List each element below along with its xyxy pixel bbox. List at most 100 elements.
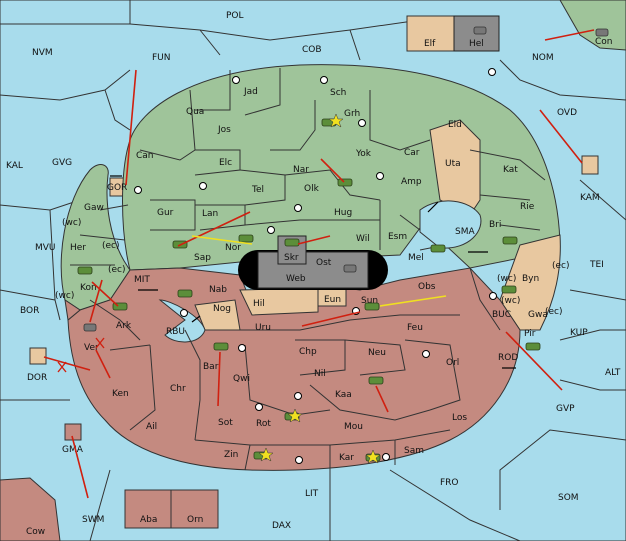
label-nab: Nab	[209, 285, 227, 295]
label-ost: Ost	[316, 258, 332, 268]
label-buc: BUC	[492, 310, 511, 320]
label-sun: Sun	[361, 296, 378, 306]
label-ver: Ver	[84, 343, 99, 353]
move-arrow	[43, 356, 91, 371]
star-icon	[328, 113, 344, 128]
label-mvu: MVU	[35, 243, 56, 253]
province-elf[interactable]	[406, 15, 455, 52]
supply-centers	[134, 68, 497, 464]
supply-center-orl	[422, 350, 430, 358]
gray-units[interactable]	[83, 26, 609, 332]
label-hug: Hug	[334, 208, 352, 218]
supply-center-jad	[232, 76, 240, 84]
province-dor[interactable]	[29, 347, 47, 365]
supply-center-nor	[267, 226, 275, 234]
supply-center-kaa	[294, 392, 302, 400]
label-elc: Elc	[219, 158, 232, 168]
tank-icon	[430, 244, 446, 253]
label-grh: Grh	[344, 109, 360, 119]
label-ovd: OVD	[557, 108, 577, 118]
coast-gwa-wc: (wc)	[501, 296, 520, 306]
supply-center-yok	[376, 172, 384, 180]
cross-icon	[95, 337, 105, 349]
tank-icon	[213, 342, 229, 351]
supply-center-hel	[488, 68, 496, 76]
stars	[258, 113, 381, 464]
supply-center-kar	[382, 453, 390, 461]
label-dax: DAX	[272, 521, 291, 531]
label-kup: KUP	[570, 328, 588, 338]
province-con[interactable]	[559, 0, 626, 51]
label-can: Can	[136, 151, 154, 161]
move-arrow	[95, 349, 111, 379]
tank-icon	[473, 26, 487, 35]
move-arrow	[375, 385, 389, 413]
label-web: Web	[286, 274, 306, 284]
label-sch: Sch	[330, 88, 346, 98]
label-orl: Orl	[446, 358, 459, 368]
move-arrow	[320, 158, 345, 183]
sea-sma[interactable]	[419, 200, 482, 249]
label-neu: Neu	[368, 348, 386, 358]
label-tel: Tel	[251, 185, 264, 195]
hold-marks	[57, 337, 105, 373]
label-feu: Feu	[407, 323, 423, 333]
label-gor: GOR	[107, 183, 127, 193]
province-aba[interactable]	[124, 489, 172, 529]
label-sam: Sam	[404, 446, 424, 456]
units[interactable]	[77, 118, 541, 462]
label-hel: Hel	[469, 39, 484, 49]
tank-icon	[77, 266, 93, 275]
supply-center-zin	[295, 456, 303, 464]
label-gma: GMA	[62, 445, 84, 455]
label-nil: Nil	[314, 369, 326, 379]
label-pir: Pir	[524, 329, 536, 339]
province-borders	[70, 68, 546, 471]
sea-rbu[interactable]	[158, 299, 206, 343]
label-eld: Eld	[448, 120, 462, 130]
tank-icon	[502, 236, 518, 245]
support-arrow	[379, 295, 447, 307]
label-rot: Rot	[256, 419, 271, 429]
supply-center-sch	[320, 76, 328, 84]
province-cow[interactable]	[0, 477, 61, 541]
coast-byn-ec: (ec)	[552, 261, 570, 271]
move-arrow	[217, 351, 221, 407]
province-kam[interactable]	[581, 155, 599, 175]
label-alt: ALT	[605, 368, 621, 378]
move-arrow	[301, 311, 361, 327]
label-kar: Kar	[339, 453, 354, 463]
label-nar: Nar	[293, 165, 309, 175]
label-sap: Sap	[194, 253, 211, 263]
label-chr: Chr	[170, 384, 186, 394]
move-arrow	[544, 29, 595, 41]
label-los: Los	[452, 413, 467, 423]
label-chp: Chp	[299, 347, 317, 357]
tank-icon	[525, 342, 541, 351]
supply-center-qwi	[238, 344, 246, 352]
label-mel: Mel	[408, 253, 424, 263]
label-lit: LIT	[305, 489, 319, 499]
label-dor: DOR	[27, 373, 47, 383]
tank-icon	[343, 264, 357, 273]
move-arrow	[89, 279, 103, 323]
label-nom: NOM	[532, 53, 554, 63]
label-fun: FUN	[152, 53, 171, 63]
label-sma: SMA	[455, 227, 475, 237]
province-uta[interactable]	[429, 119, 481, 216]
label-uta: Uta	[445, 159, 461, 169]
supply-center-rot	[255, 403, 263, 411]
province-skr[interactable]	[277, 235, 307, 265]
province-byn[interactable]	[499, 234, 561, 331]
province-orn[interactable]	[170, 489, 219, 529]
label-rod: ROD	[498, 353, 518, 363]
label-olk: Olk	[304, 184, 320, 194]
star-icon	[365, 449, 381, 464]
supply-center-rbu	[180, 309, 188, 317]
label-bor: BOR	[20, 306, 39, 316]
province-hil[interactable]	[239, 287, 319, 316]
coast-gwa-ec: (ec)	[545, 307, 563, 317]
label-sot: Sot	[218, 418, 233, 428]
star-icon	[287, 408, 303, 423]
